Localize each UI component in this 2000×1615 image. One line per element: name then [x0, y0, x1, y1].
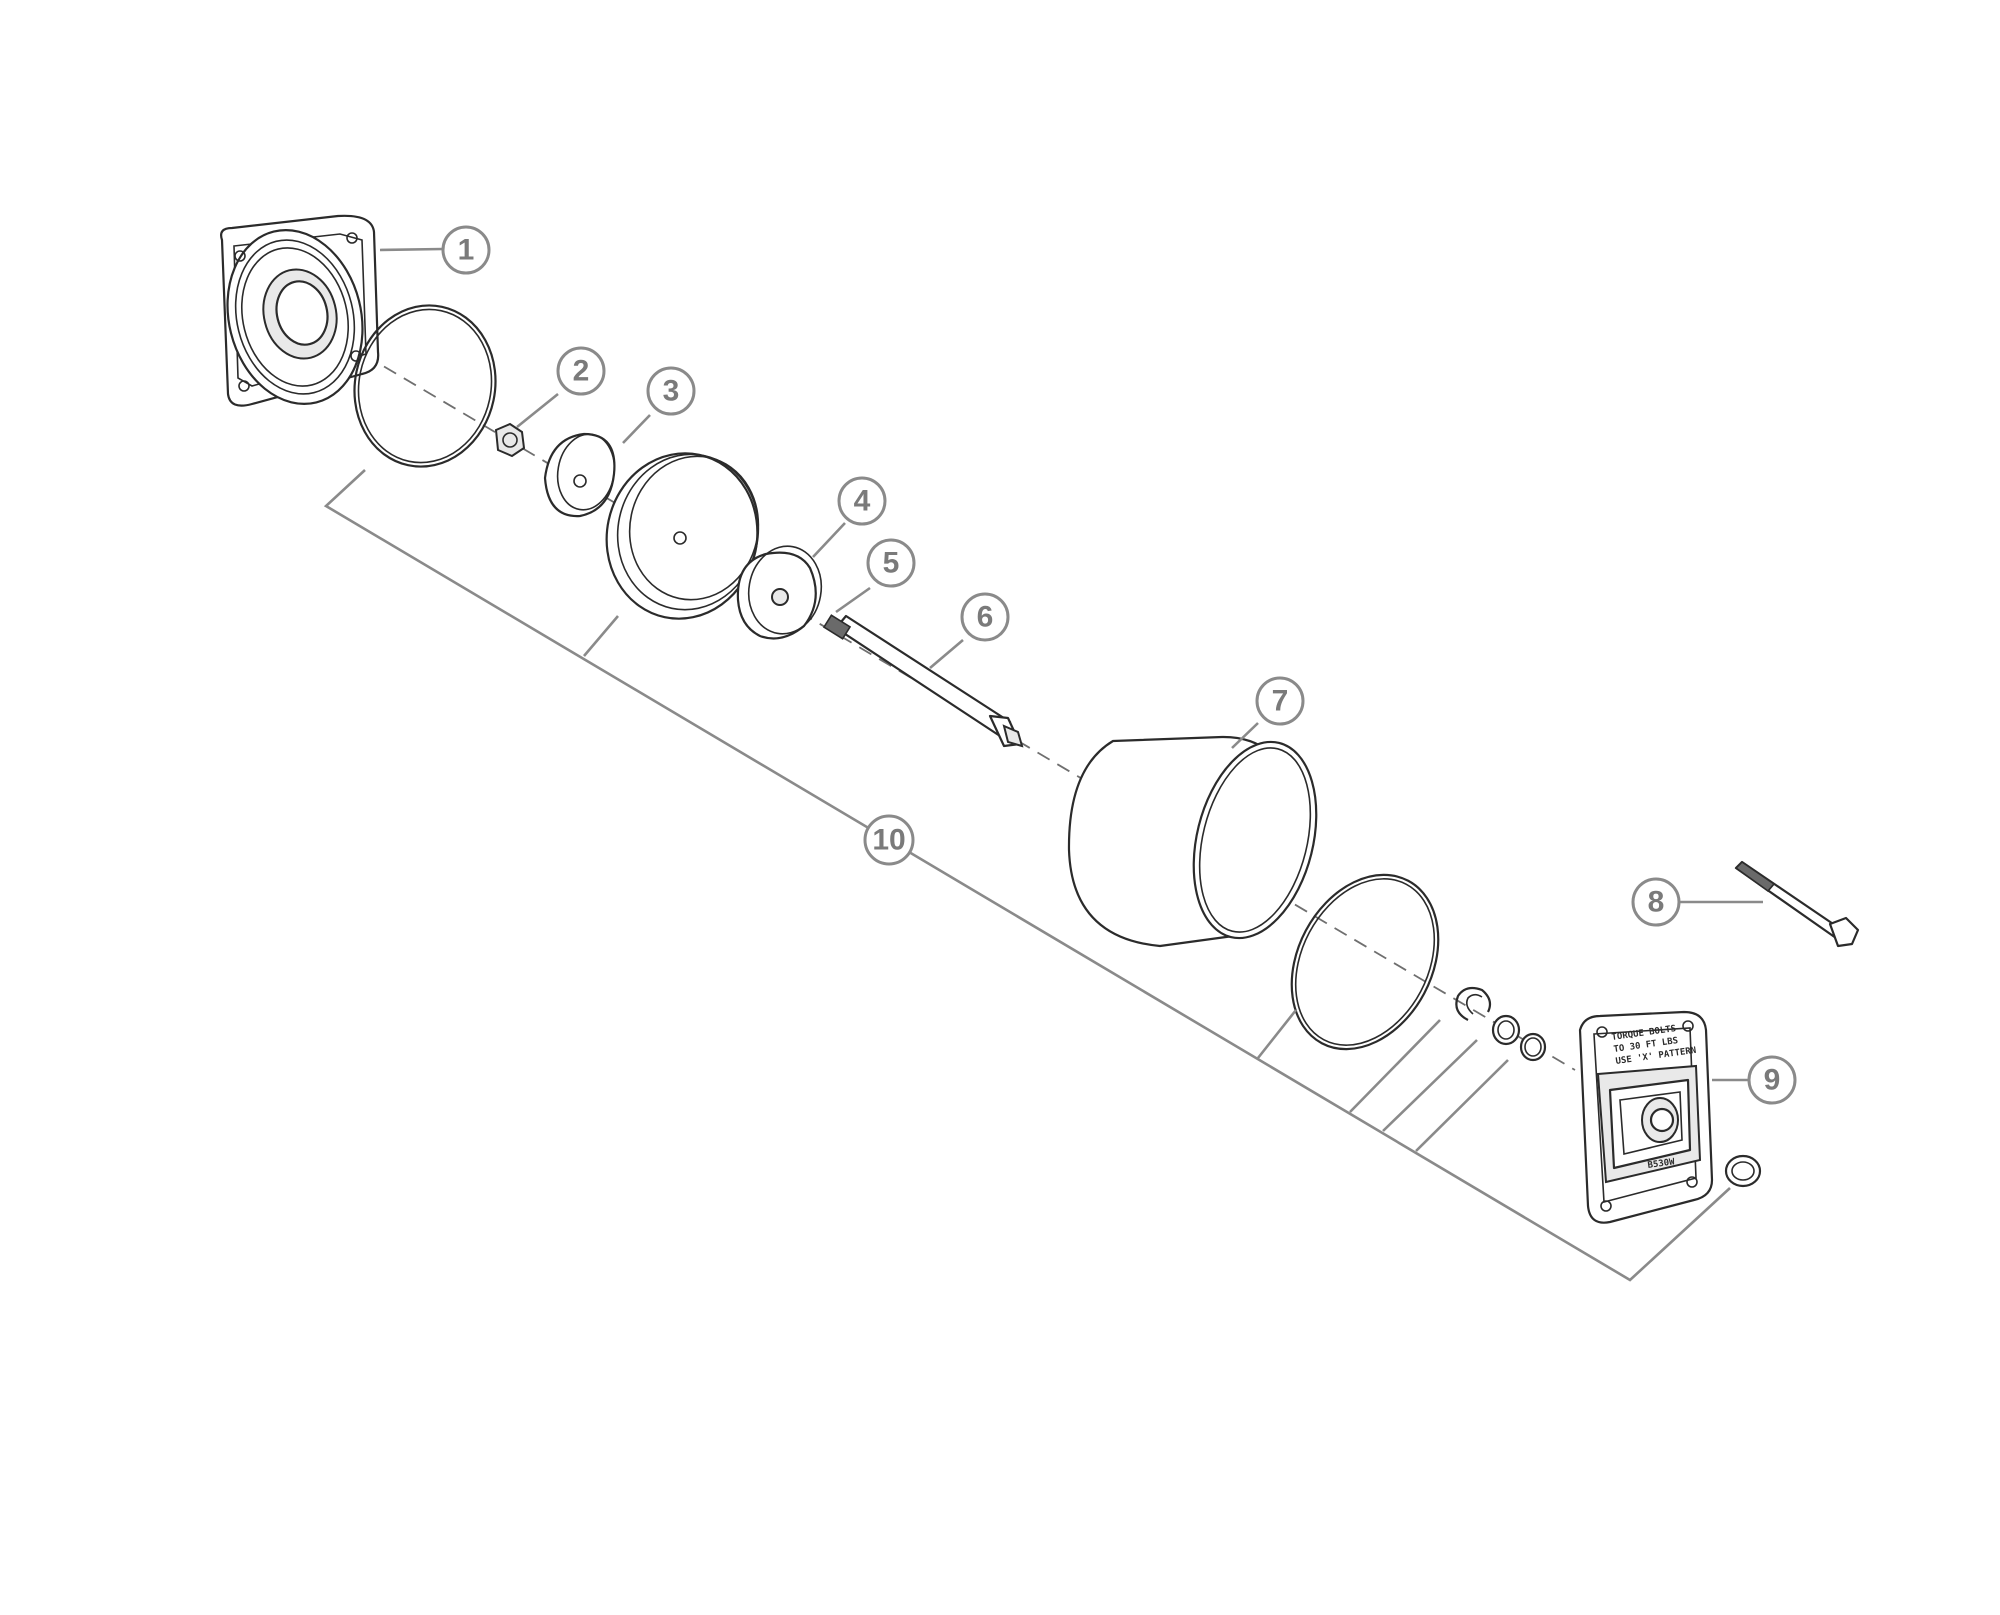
callout-2-label: 2 — [573, 355, 590, 388]
small-ring-1 — [1491, 1014, 1521, 1046]
part-2-hex-nut — [494, 422, 526, 458]
callout-3-label: 3 — [663, 375, 680, 408]
callout-7-label: 7 — [1272, 685, 1289, 718]
o-ring-rear — [1290, 873, 1440, 1051]
part-4-thick-disc — [736, 545, 823, 640]
part-3-washer-disc — [543, 432, 616, 518]
callout-4: 4 — [837, 476, 887, 526]
callout-3: 3 — [646, 366, 696, 416]
callout-5-label: 5 — [883, 547, 900, 580]
part-6-shaft — [822, 614, 1024, 748]
callout-7: 7 — [1255, 676, 1305, 726]
callout-4-label: 4 — [854, 485, 871, 518]
callout-10: 10 — [863, 814, 915, 866]
retaining-clip — [1455, 986, 1492, 1021]
callout-2: 2 — [556, 346, 606, 396]
part-7-cylinder — [1067, 735, 1318, 948]
seal-ring — [1724, 1154, 1762, 1188]
part-9-housing: TORQUE BOLTS TO 30 FT LBS USE 'X' PATTER… — [1578, 1010, 1714, 1224]
small-ring-2 — [1519, 1032, 1547, 1062]
callout-6-label: 6 — [977, 601, 994, 634]
diaphragm-plate — [605, 452, 760, 620]
callout-10-label: 10 — [872, 824, 905, 857]
callout-8: 8 — [1631, 877, 1681, 927]
callout-8-label: 8 — [1648, 886, 1665, 919]
leader-lines — [323, 247, 1763, 1282]
plate-text-code: B530W — [1647, 1157, 1676, 1171]
o-ring-front — [353, 304, 497, 468]
callout-1: 1 — [441, 225, 491, 275]
callout-1-label: 1 — [458, 234, 475, 267]
part-1-end-cap — [220, 214, 380, 407]
part-8-bolt — [1734, 860, 1860, 948]
callout-9: 9 — [1747, 1055, 1797, 1105]
callout-9-label: 9 — [1764, 1064, 1781, 1097]
callout-6: 6 — [960, 592, 1010, 642]
callout-5: 5 — [866, 538, 916, 588]
